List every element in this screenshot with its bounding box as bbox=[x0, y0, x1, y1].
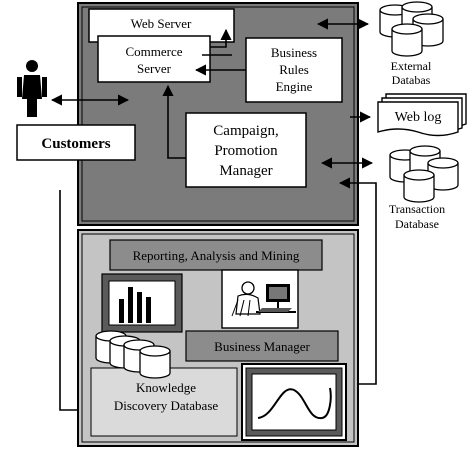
document-stack-icon bbox=[377, 93, 467, 137]
knowledge-discovery-panel bbox=[90, 367, 238, 437]
reporting-analysis-bar bbox=[109, 239, 323, 271]
transaction-to-kdd-arrow bbox=[338, 177, 377, 385]
weblog-label: Web log bbox=[395, 110, 442, 125]
person-icon bbox=[17, 60, 47, 117]
campaign-manager-box bbox=[185, 112, 307, 188]
campaign-label-line2: Promotion bbox=[214, 143, 278, 159]
commerce-server-box bbox=[97, 35, 211, 83]
web-server-label: Web Server bbox=[131, 16, 192, 31]
customers-label: Customers bbox=[41, 136, 110, 152]
manager-workstation-icon bbox=[221, 269, 299, 329]
transaction-db-label-line1: Transaction bbox=[389, 202, 445, 216]
transaction-db-label-line2: Database bbox=[395, 217, 439, 231]
external-db-label-line2: Databas bbox=[392, 73, 431, 87]
internal-arrows bbox=[162, 28, 246, 159]
kdd-label-line1: Knowledge bbox=[136, 380, 196, 395]
reporting-label: Reporting, Analysis and Mining bbox=[133, 248, 300, 263]
kdd-label-line2: Discovery Database bbox=[114, 398, 219, 413]
customers-box[interactable] bbox=[16, 124, 136, 161]
business-rules-label-line2: Rules bbox=[279, 62, 309, 77]
database-icon-transaction bbox=[389, 145, 459, 203]
database-icon bbox=[379, 1, 444, 57]
commerce-server-label-line1: Commerce bbox=[125, 44, 182, 59]
campaign-label-line3: Manager bbox=[219, 163, 272, 179]
wave-chart-icon bbox=[241, 363, 347, 441]
bar-chart-icon bbox=[101, 273, 183, 333]
business-rules-label-line3: Engine bbox=[276, 79, 313, 94]
business-rules-label-line1: Business bbox=[271, 45, 317, 60]
campaign-label-line1: Campaign, bbox=[213, 123, 278, 139]
business-manager-bar bbox=[185, 330, 339, 362]
commerce-server-label-line2: Server bbox=[137, 61, 172, 76]
external-db-label-line1: External bbox=[391, 59, 432, 73]
business-manager-label: Business Manager bbox=[214, 339, 310, 354]
